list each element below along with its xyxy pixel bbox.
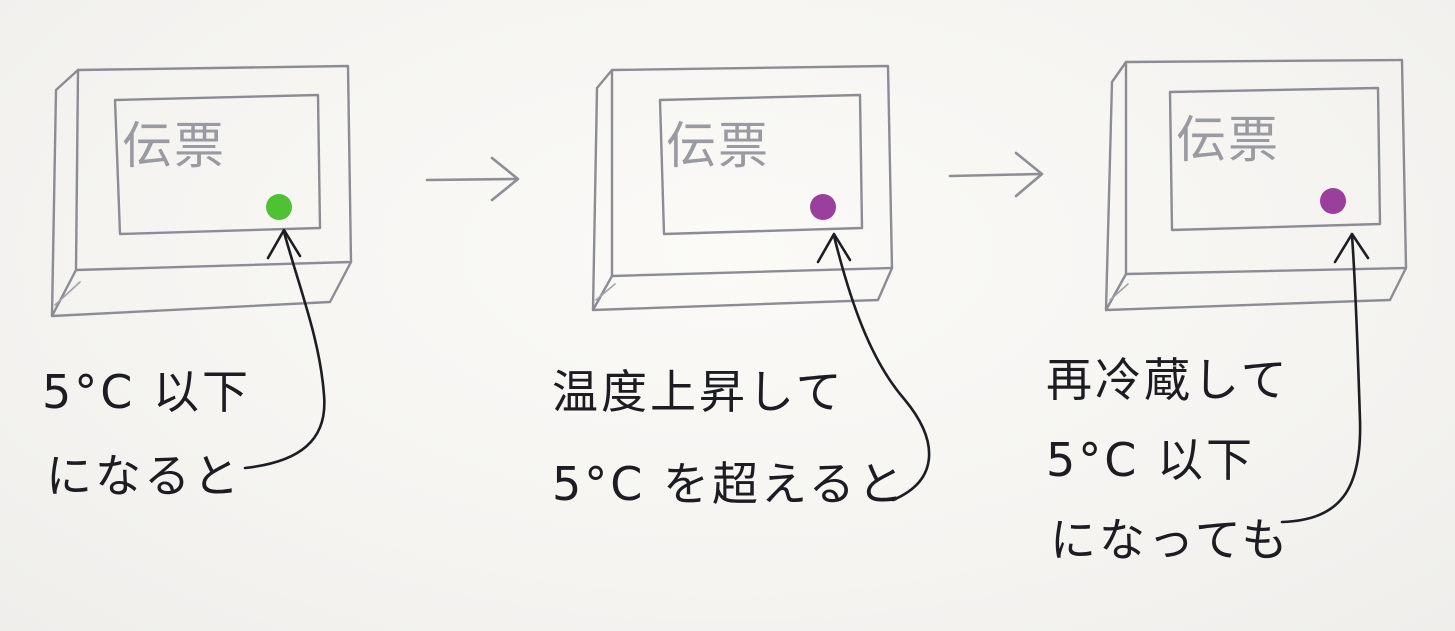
stage-3: 伝票 再冷蔵して 5°C 以下 になっても <box>1046 58 1408 567</box>
stage-1-caption: 5°C 以下 になると <box>42 365 269 503</box>
flow-arrow-2 <box>948 151 1044 198</box>
stage-3-caption-line-1: 再冷蔵して <box>1046 353 1290 407</box>
stage-3-caption-line-3: になっても <box>1050 513 1290 567</box>
stage-3-indicator-dot <box>1320 188 1346 214</box>
stage-1-box <box>50 64 353 318</box>
stage-2-caption-line-1: 温度上昇して <box>552 365 845 419</box>
stage-1-caption-line-1: 5°C 以下 <box>42 365 251 419</box>
stage-1-label: 伝票 <box>122 117 226 175</box>
stage-2-pointer-arrow <box>832 234 931 502</box>
stage-1-caption-line-2: になると <box>46 449 242 503</box>
stage-2: 伝票 温度上昇して 5°C を超えると <box>552 64 931 511</box>
stage-1: 伝票 5°C 以下 になると <box>42 64 353 503</box>
stage-2-label: 伝票 <box>666 117 770 175</box>
stage-1-pointer-arrow <box>243 230 326 470</box>
stage-3-caption: 再冷蔵して 5°C 以下 になっても <box>1046 353 1307 567</box>
stage-2-box <box>591 64 894 312</box>
stage-3-caption-line-2: 5°C 以下 <box>1046 433 1255 487</box>
stage-2-indicator-dot <box>810 194 836 220</box>
flow-arrow-1 <box>425 156 520 202</box>
stage-3-label: 伝票 <box>1176 111 1280 169</box>
stage-2-caption: 温度上昇して 5°C を超えると <box>552 365 907 511</box>
stage-2-caption-line-2: 5°C を超えると <box>552 457 907 511</box>
stage-3-pointer-arrow <box>1280 234 1362 524</box>
stage-1-indicator-dot <box>266 194 292 220</box>
stage-3-box <box>1104 58 1408 312</box>
